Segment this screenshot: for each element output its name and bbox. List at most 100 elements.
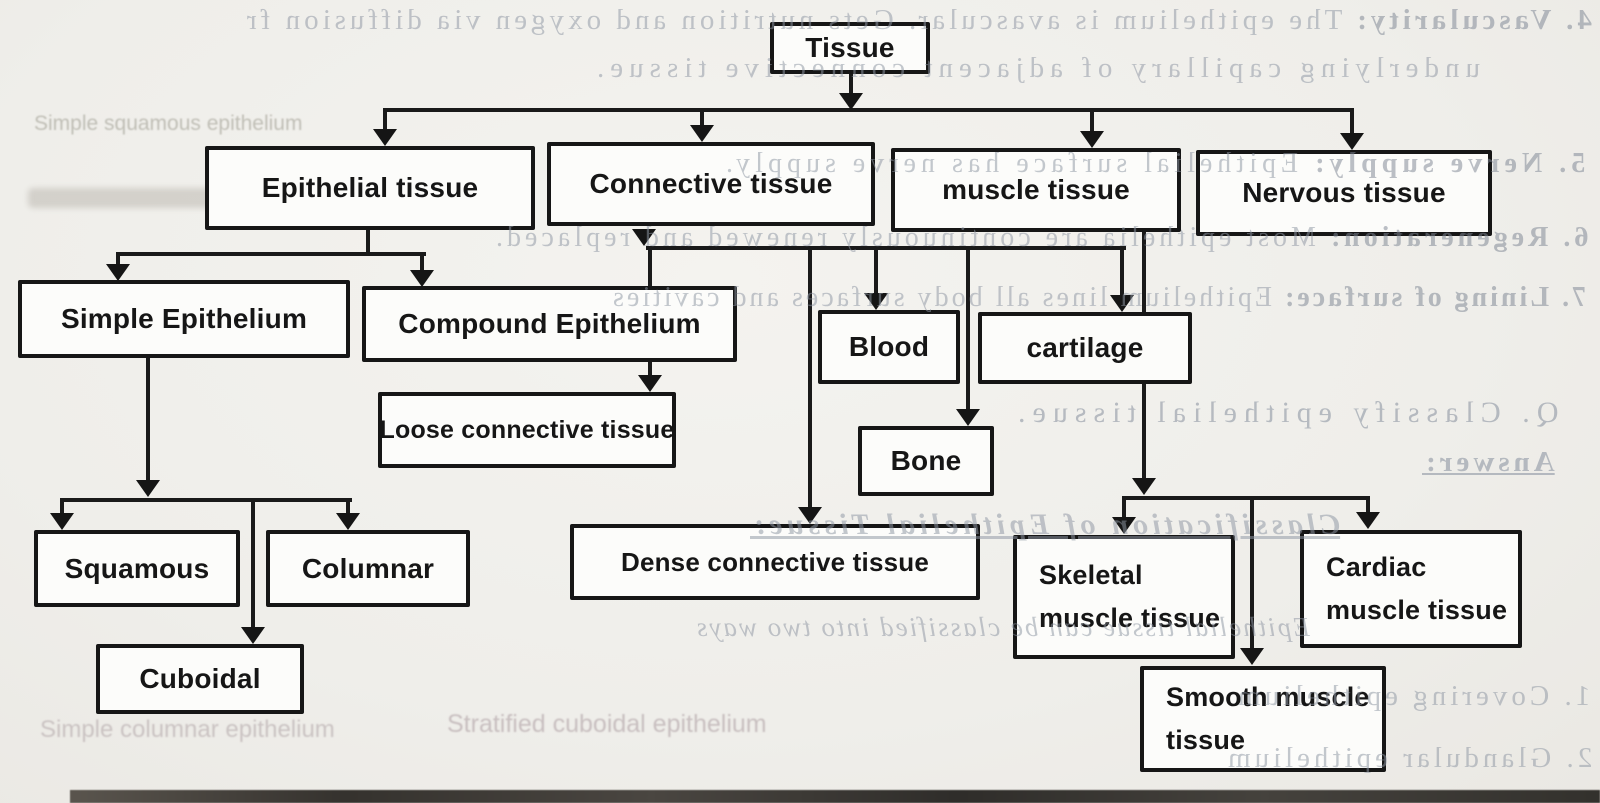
connector-line — [251, 498, 255, 629]
node-cuboidal: Cuboidal — [96, 644, 304, 714]
node-simple-epithelium: Simple Epithelium — [18, 280, 350, 358]
connector-line — [146, 358, 150, 482]
connector-line — [346, 498, 350, 514]
node-cartilage: cartilage — [978, 312, 1192, 384]
arrow-down-icon — [1112, 517, 1136, 534]
bleed-text-line: 6. Regeneration: Most epithelia are cont… — [492, 222, 1588, 254]
bleed-text-line: 5. Nerve supply: Epithelial surface has … — [721, 148, 1585, 180]
arrow-down-icon — [956, 409, 980, 426]
arrow-down-icon — [1080, 131, 1104, 148]
node-muscle-tissue: muscle tissue — [891, 148, 1181, 232]
node-label: Compound Epithelium — [398, 308, 701, 339]
bleed-text-line: underlying capillary of adjacent connect… — [591, 52, 1480, 85]
connector-line — [1366, 496, 1370, 514]
arrow-down-icon — [241, 627, 265, 644]
bleed-text-rest: Epithelium lines all body surfaces and c… — [609, 282, 1282, 313]
connector-line — [874, 250, 878, 295]
node-dense-connective-tissue: Dense connective tissue — [570, 524, 980, 600]
node-loose-connective-tissue: Loose connective tissue — [378, 392, 676, 468]
connector-line — [849, 74, 853, 96]
connector-line — [966, 250, 970, 411]
bleed-text-rest: Answer: — [1422, 446, 1555, 478]
node-label: Tissue — [805, 32, 895, 63]
node-tissue: Tissue — [770, 22, 930, 74]
arrow-down-icon — [632, 229, 656, 246]
connector-line — [1120, 250, 1124, 297]
underprint-label: Simple columnar epithelium — [40, 716, 335, 743]
node-bone: Bone — [858, 426, 994, 496]
node-label: Squamous — [64, 552, 210, 584]
bleed-text-line: Answer: — [1422, 446, 1555, 479]
connector-line — [60, 498, 64, 514]
node-label: Smooth muscle tissue — [1166, 681, 1370, 755]
bleed-text-line: 1. Covering epithelium — [1234, 680, 1590, 713]
node-label: cartilage — [1026, 332, 1144, 363]
arrow-down-icon — [1340, 133, 1364, 150]
bleed-text-rest: 2. Glandular epithelium — [1223, 742, 1592, 774]
bleed-text-rest: Q. Classify epithelial tissue. — [1010, 396, 1558, 429]
connector-line — [1250, 496, 1254, 650]
arrow-down-icon — [410, 270, 434, 287]
node-cardiac-muscle-tissue: Cardiac muscle tissue — [1300, 530, 1522, 648]
underprint-label: Stratified cuboidal epithelium — [447, 710, 767, 738]
connector-line — [808, 250, 812, 509]
connector-bus — [116, 252, 426, 256]
node-label: Blood — [848, 331, 930, 362]
node-label: muscle tissue — [942, 174, 1130, 205]
node-label: Columnar — [301, 552, 435, 584]
arrow-down-icon — [638, 375, 662, 392]
node-columnar: Columnar — [266, 530, 470, 607]
bleed-text-line: Epithelial tissue can be classified into… — [695, 612, 1310, 643]
node-label: Cuboidal — [139, 663, 261, 694]
arrow-down-icon — [839, 93, 863, 110]
connector-bus — [1122, 496, 1370, 500]
arrow-down-icon — [1240, 648, 1264, 665]
connector-line — [116, 252, 120, 266]
underprint-label: Simple squamous epithelium — [34, 112, 303, 135]
bleed-text-rest: Epithelial surface has nerve supply. — [720, 148, 1310, 179]
node-label: Epithelial tissue — [261, 172, 479, 203]
bleed-text-rest: Classification of Epithelial Tissue: — [749, 508, 1340, 541]
bleed-text-line: Classification of Epithelial Tissue: — [750, 508, 1340, 542]
node-skeletal-muscle-tissue: Skeletal muscle tissue — [1013, 535, 1235, 659]
node-label: Dense connective tissue — [620, 546, 930, 577]
arrow-down-icon — [690, 125, 714, 142]
node-label: Simple Epithelium — [60, 303, 308, 334]
connector-line — [1090, 108, 1094, 132]
connector-line — [366, 230, 370, 254]
arrow-down-icon — [1356, 512, 1380, 529]
bleed-text-rest: Epithelial tissue can be classified into… — [695, 612, 1310, 642]
bleed-text-head: 7. Lining of surface: — [1281, 282, 1586, 313]
arrow-down-icon — [1132, 478, 1156, 495]
node-label: Cardiac muscle tissue — [1326, 551, 1508, 625]
bleed-text-head: 4. Vascularity: — [1353, 4, 1592, 36]
node-label: Nervous tissue — [1242, 177, 1446, 208]
arrow-down-icon — [50, 513, 74, 530]
node-blood: Blood — [818, 310, 960, 384]
bleed-text-rest: Most epithelia are continuously renewed … — [491, 222, 1327, 253]
bleed-text-rest: 1. Covering epithelium — [1233, 680, 1590, 712]
arrow-down-icon — [373, 129, 397, 146]
bleed-text-head: 5. Nerve supply: — [1309, 148, 1585, 179]
connector-line — [1350, 108, 1354, 134]
bleed-text-line: 7. Lining of surface: Epithelium lines a… — [610, 282, 1586, 314]
bleed-text-rest: underlying capillary of adjacent connect… — [590, 52, 1480, 84]
connector-line — [420, 252, 424, 272]
node-connective-tissue: Connective tissue — [547, 142, 875, 226]
node-nervous-tissue: Nervous tissue — [1196, 150, 1492, 236]
node-epithelial-tissue: Epithelial tissue — [205, 146, 535, 230]
connector-line — [700, 108, 704, 126]
arrow-down-icon — [336, 513, 360, 530]
scan-edge-strip — [70, 790, 1600, 803]
bleed-text-line: 2. Glandular epithelium — [1224, 742, 1592, 775]
arrow-down-icon — [798, 507, 822, 524]
node-label: Loose connective tissue — [379, 415, 675, 444]
arrow-down-icon — [1110, 295, 1134, 312]
bleed-text-rest: The epithelium is avascular. Gets nutrit… — [243, 4, 1354, 36]
connector-bus — [60, 498, 352, 502]
bleed-text-head: 6. Regeneration: — [1326, 222, 1588, 253]
node-squamous: Squamous — [34, 530, 240, 607]
node-label: Skeletal muscle tissue — [1039, 559, 1221, 633]
connector-line — [1122, 496, 1126, 518]
